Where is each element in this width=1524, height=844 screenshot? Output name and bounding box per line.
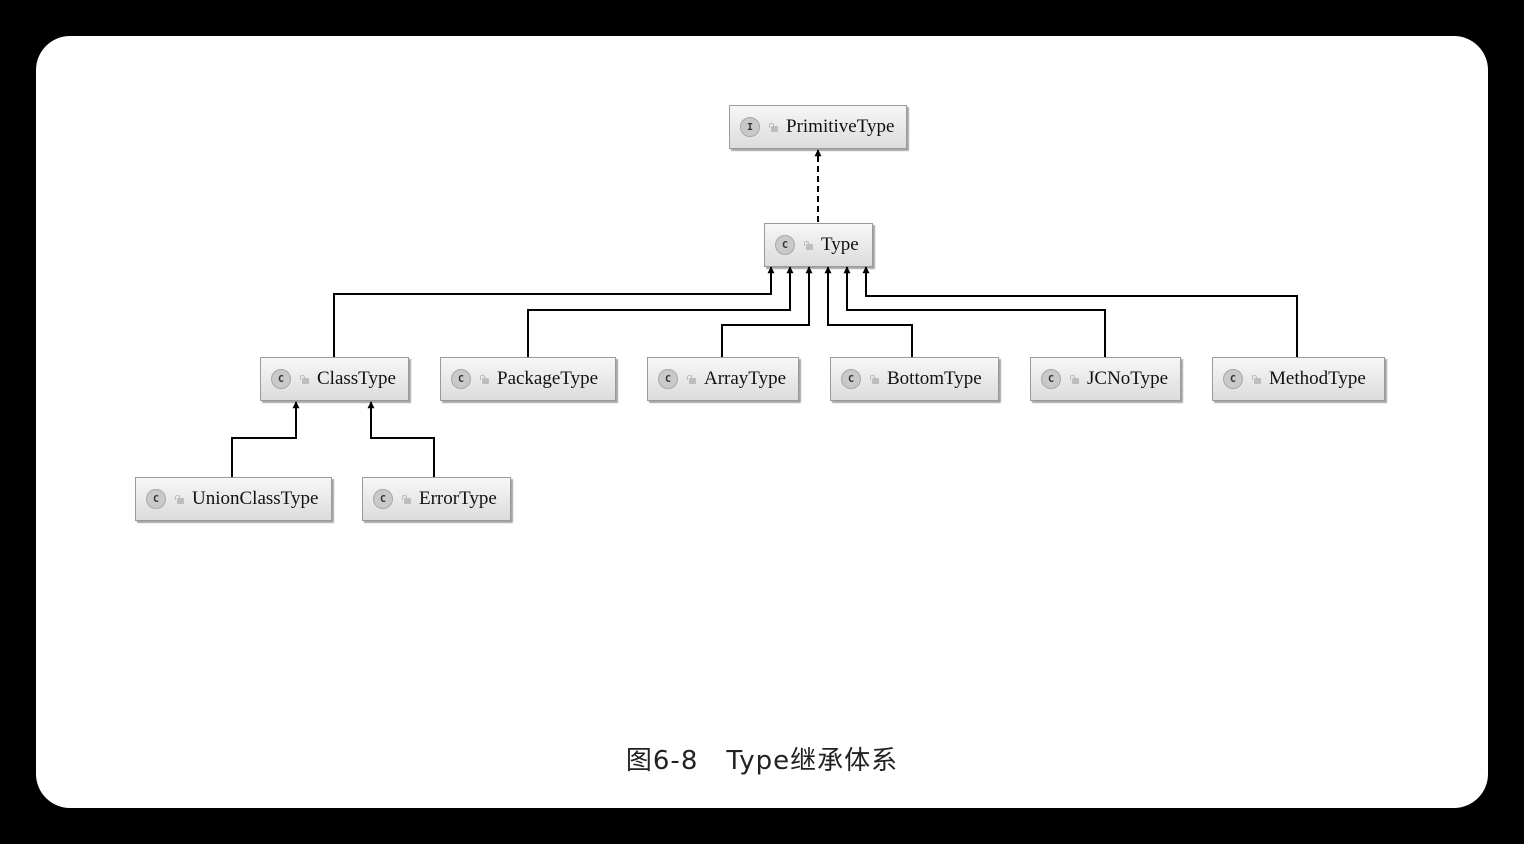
lock-icon (870, 374, 879, 384)
node-type[interactable]: C Type (764, 223, 873, 267)
node-label: JCNoType (1087, 368, 1169, 389)
node-label: MethodType (1269, 368, 1366, 389)
node-label: ArrayType (704, 368, 787, 389)
node-errortype[interactable]: C ErrorType (362, 477, 511, 521)
edge-packagetype-to-type (527, 266, 794, 357)
edge-classtype-to-type (333, 266, 775, 357)
node-label: UnionClassType (192, 488, 319, 509)
node-label: ErrorType (419, 488, 497, 509)
edge-arraytype-to-type (721, 266, 813, 357)
lock-icon (1252, 374, 1261, 384)
class-icon: C (451, 369, 471, 389)
lock-icon (480, 374, 489, 384)
node-packagetype[interactable]: C PackageType (440, 357, 616, 401)
node-label: Type (821, 234, 859, 255)
lock-icon (300, 374, 309, 384)
node-unionclasstype[interactable]: C UnionClassType (135, 477, 332, 521)
node-methodtype[interactable]: C MethodType (1212, 357, 1385, 401)
lock-icon (175, 494, 184, 504)
edge-unionclasstype-to-classtype (231, 401, 300, 477)
lock-icon (1070, 374, 1079, 384)
node-arraytype[interactable]: C ArrayType (647, 357, 799, 401)
node-jcnotype[interactable]: C JCNoType (1030, 357, 1181, 401)
edge-bottomtype-to-type (824, 266, 913, 357)
diagram-card (36, 36, 1488, 808)
class-icon: C (658, 369, 678, 389)
node-label: PrimitiveType (786, 116, 895, 137)
node-primitivetype[interactable]: I PrimitiveType (729, 105, 907, 149)
edge-jcnotype-to-type (843, 266, 1106, 357)
class-icon: C (841, 369, 861, 389)
class-icon: C (373, 489, 393, 509)
edge-methodtype-to-type (862, 266, 1298, 357)
node-label: PackageType (497, 368, 599, 389)
figure-title: Type继承体系 (726, 746, 899, 776)
class-icon: C (1041, 369, 1061, 389)
class-icon: C (146, 489, 166, 509)
node-bottomtype[interactable]: C BottomType (830, 357, 999, 401)
node-classtype[interactable]: C ClassType (260, 357, 409, 401)
lock-icon (769, 122, 778, 132)
node-label: ClassType (317, 368, 396, 389)
class-icon: C (271, 369, 291, 389)
figure-caption: 图6-8 Type继承体系 (0, 740, 1524, 777)
node-label: BottomType (887, 368, 982, 389)
lock-icon (687, 374, 696, 384)
edge-errortype-to-classtype (367, 401, 435, 477)
class-icon: C (1223, 369, 1243, 389)
figure-number: 图6-8 (625, 746, 699, 776)
lock-icon (804, 240, 813, 250)
lock-icon (402, 494, 411, 504)
interface-icon: I (740, 117, 760, 137)
class-icon: C (775, 235, 795, 255)
